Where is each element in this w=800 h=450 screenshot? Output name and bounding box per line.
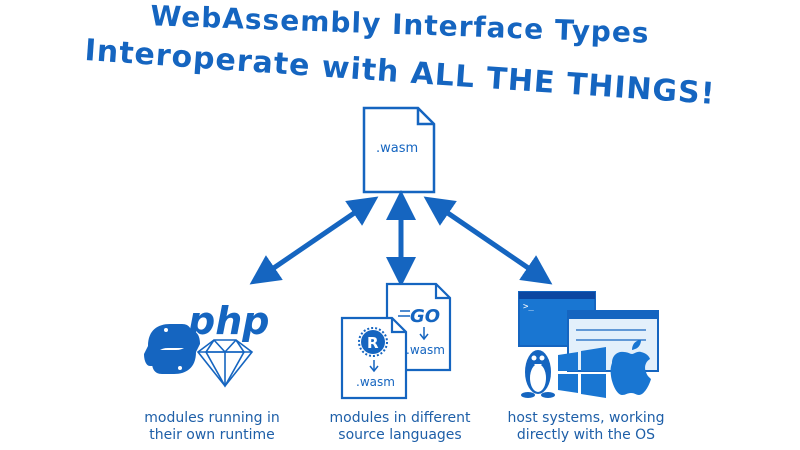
center-wasm-file: .wasm xyxy=(362,106,436,194)
php-logo-icon: php xyxy=(187,299,269,343)
caption-runtime: modules running in their own runtime xyxy=(92,410,332,444)
linux-tux-icon xyxy=(521,350,555,398)
caption-languages-line-1: modules in different xyxy=(329,410,471,426)
arrow-right xyxy=(423,196,553,285)
center-file-label: .wasm xyxy=(376,141,418,156)
caption-host-line-2: directly with the OS xyxy=(516,427,656,443)
rust-wasm-file: R .wasm xyxy=(340,316,408,400)
middle-group-icons: GO .wasm R .wasm xyxy=(340,282,452,400)
python-logo-icon xyxy=(144,324,200,374)
caption-languages-line-2: source languages xyxy=(338,427,462,443)
caption-host: host systems, working directly with the … xyxy=(466,410,706,444)
rust-logo-icon: R xyxy=(358,327,388,357)
svg-text:GO: GO xyxy=(410,306,440,327)
go-file-label: .wasm xyxy=(406,343,445,357)
caption-runtime-line-2: their own runtime xyxy=(149,427,275,443)
right-group-icons: >_ xyxy=(518,291,659,398)
left-group-icons: php xyxy=(144,299,269,388)
caption-runtime-line-1: modules running in xyxy=(144,410,280,426)
apple-logo-icon xyxy=(610,340,651,395)
windows-logo-icon xyxy=(558,347,606,398)
rust-file-label: .wasm xyxy=(356,375,395,389)
go-logo-icon: GO xyxy=(398,306,440,327)
ruby-gem-icon xyxy=(196,339,254,388)
svg-text:>_: >_ xyxy=(523,302,534,312)
svg-text:R: R xyxy=(367,334,379,352)
caption-host-line-1: host systems, working xyxy=(507,410,665,426)
arrow-left xyxy=(249,196,379,285)
caption-languages: modules in different source languages xyxy=(280,410,520,444)
